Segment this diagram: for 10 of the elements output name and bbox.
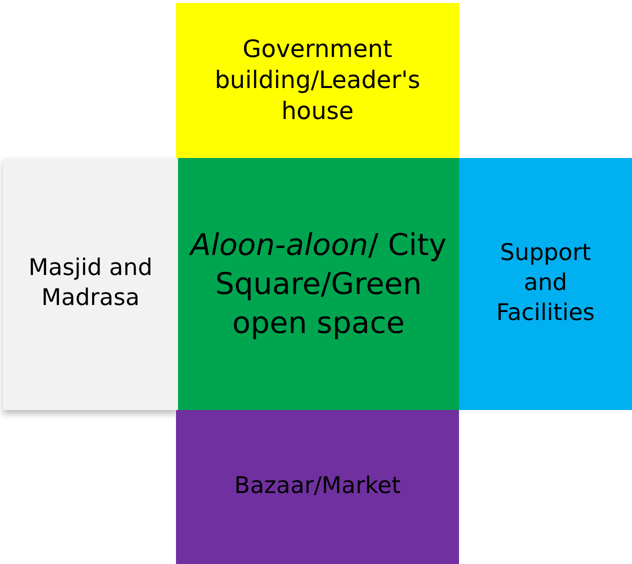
- label-text: Government building/Leader's house: [214, 34, 422, 128]
- facilities-box: [459, 158, 632, 410]
- label-text: Bazaar/Market: [234, 472, 401, 502]
- market-box: [176, 410, 459, 564]
- label-text: Support and Facilities: [495, 239, 596, 328]
- label-text: Masjid and Madrasa: [28, 254, 154, 313]
- square-box: [178, 158, 459, 410]
- building-box: [176, 3, 459, 158]
- label-text: Aloon-aloon/ City Square/Green open space: [188, 226, 448, 342]
- mosque-box: [3, 158, 178, 410]
